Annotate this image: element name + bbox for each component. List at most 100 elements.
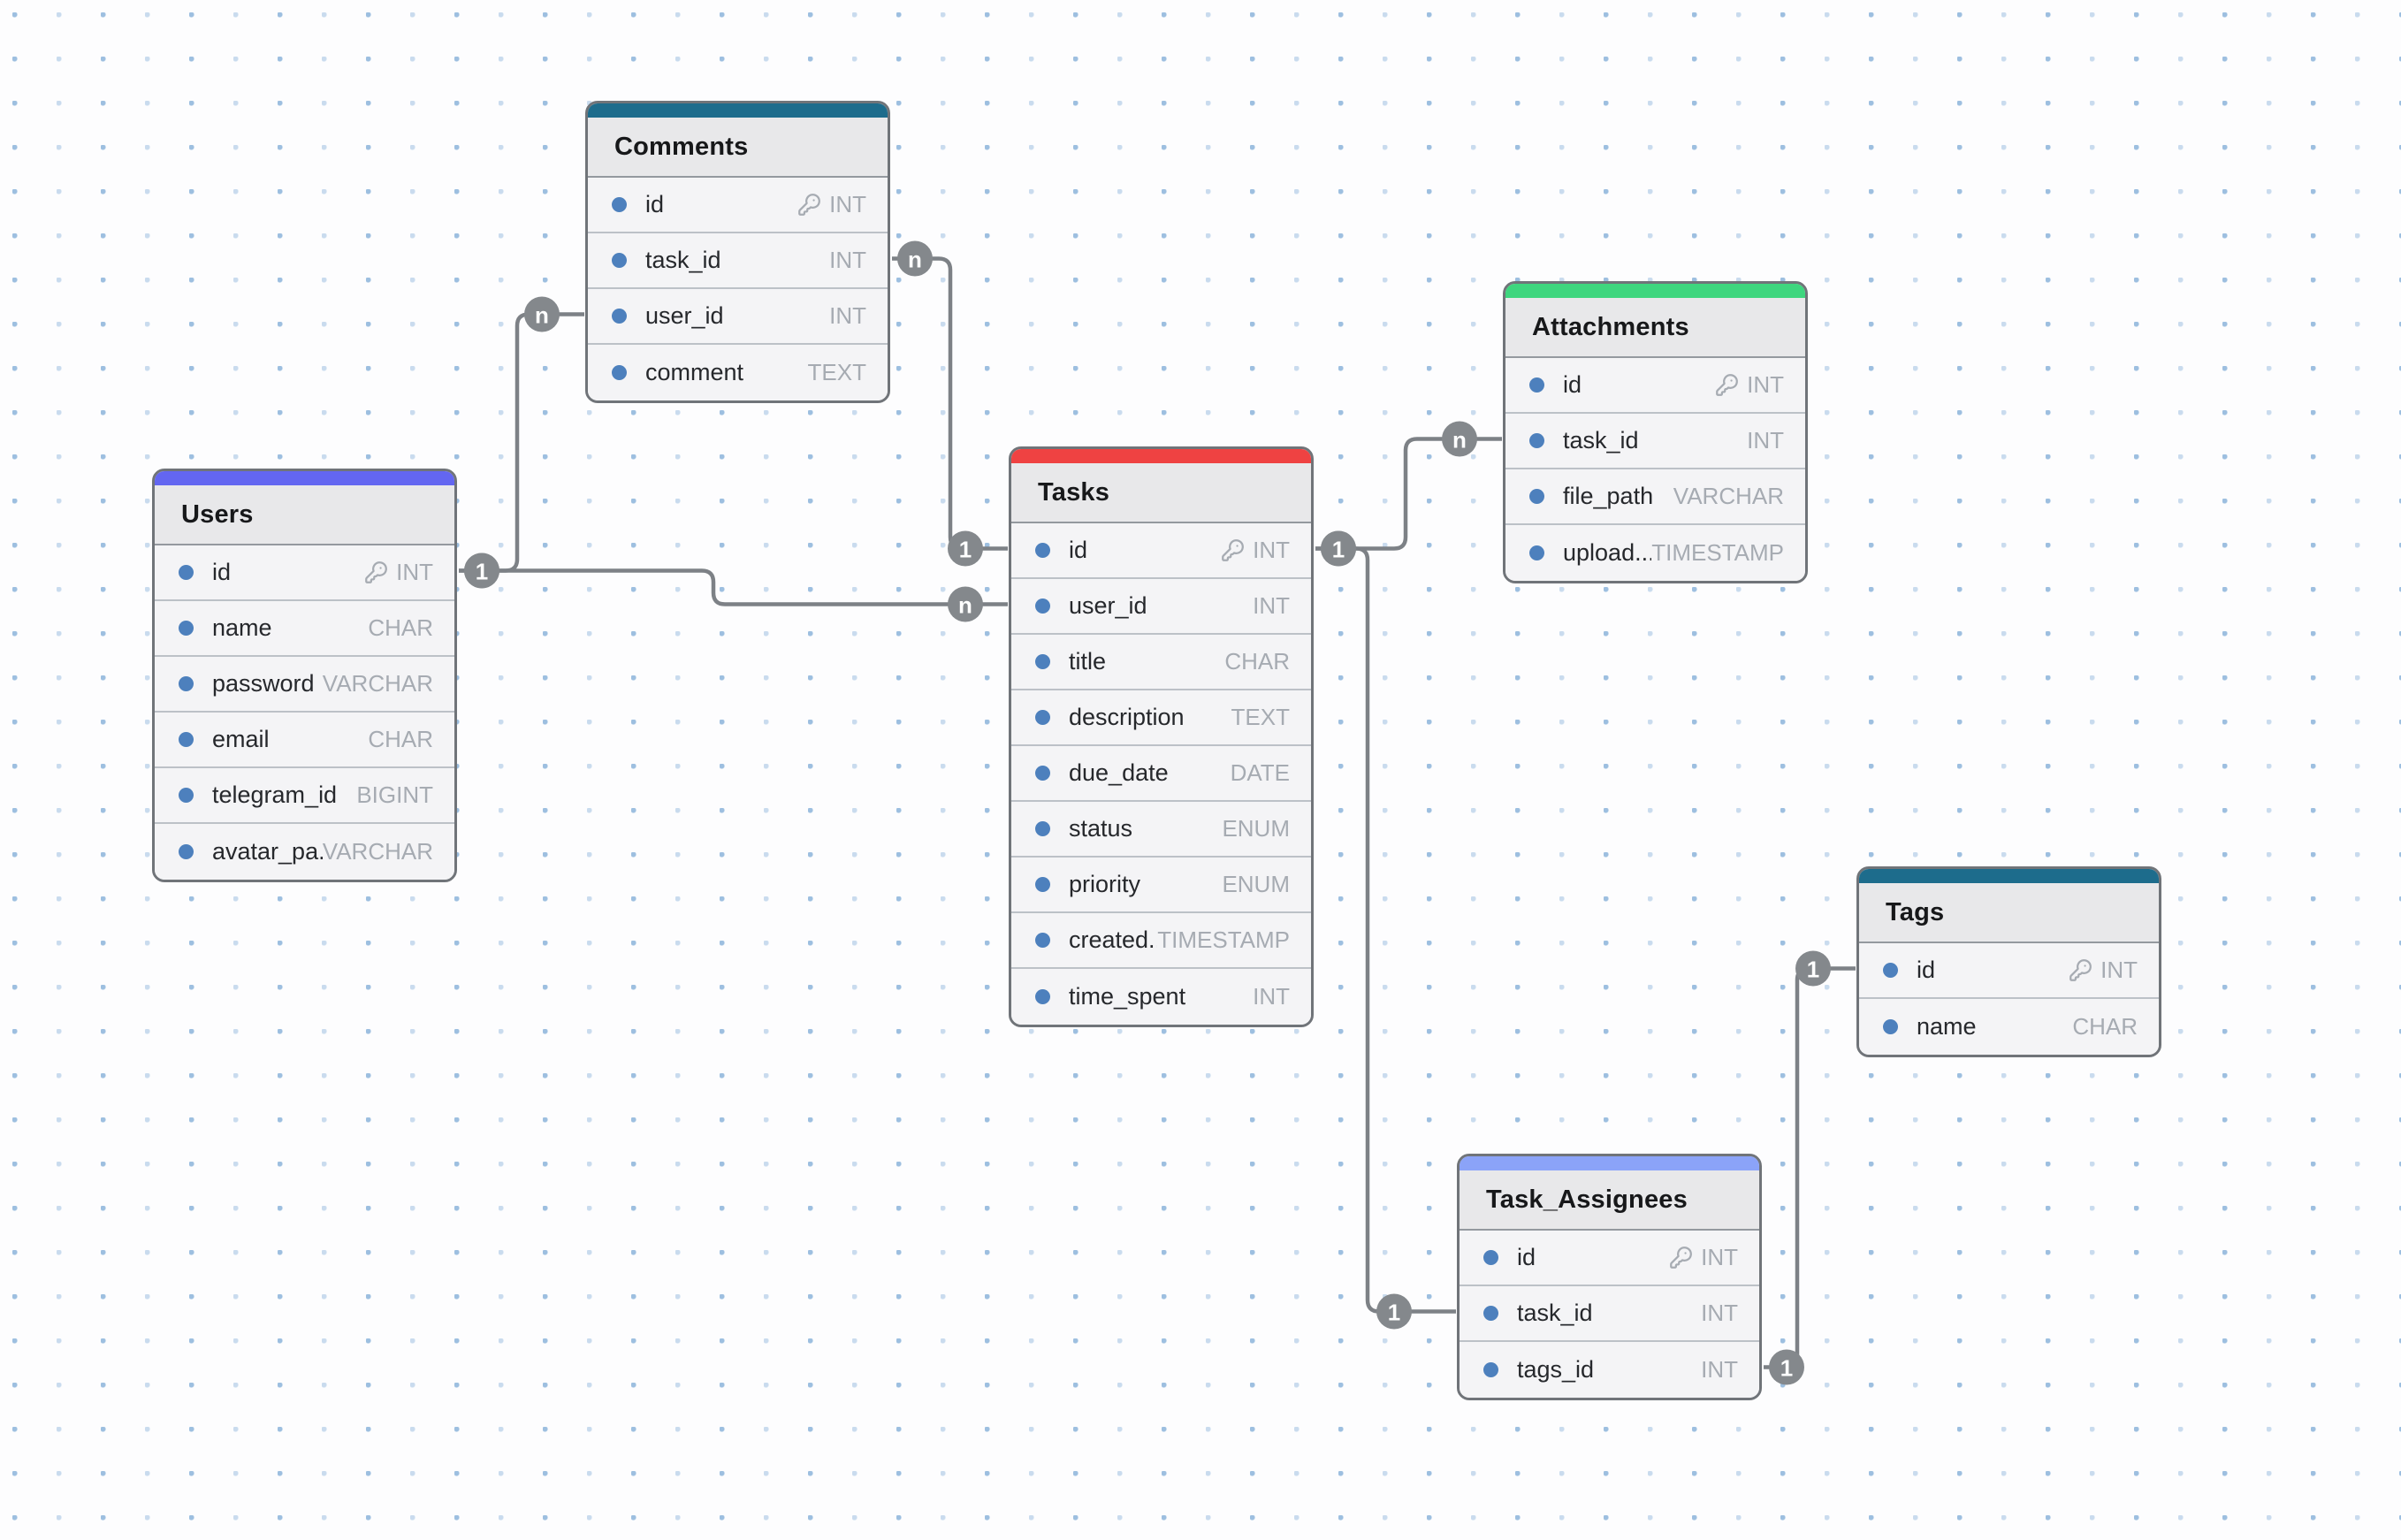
- field-type: INT: [1747, 371, 1784, 398]
- cardinality-badge[interactable]: 1: [1376, 1293, 1412, 1330]
- table-title-row[interactable]: Attachments: [1505, 298, 1805, 358]
- cardinality-badge[interactable]: n: [897, 240, 933, 277]
- relationship-line[interactable]: [459, 568, 1008, 606]
- relationship-line[interactable]: [1315, 437, 1502, 551]
- dot-icon: [1035, 654, 1050, 669]
- relationship-line[interactable]: [892, 256, 1008, 551]
- key-icon: [1669, 1246, 1693, 1269]
- field-type: TEXT: [807, 359, 866, 385]
- dot-icon: [179, 788, 194, 803]
- cardinality-badge[interactable]: 1: [948, 530, 983, 567]
- field-name: user_id: [1069, 592, 1147, 619]
- field-name: task_id: [1563, 427, 1639, 454]
- relationship-line[interactable]: [1315, 546, 1456, 1314]
- field-row[interactable]: upload...TIMESTAMP: [1505, 525, 1805, 581]
- dot-icon: [179, 621, 194, 636]
- table-title: Tasks: [1038, 477, 1110, 507]
- field-name: name: [1917, 1013, 1977, 1040]
- table-title-row[interactable]: Users: [155, 485, 454, 545]
- cardinality-badge-circle: [1321, 530, 1356, 567]
- cardinality-badge[interactable]: 1: [1769, 1349, 1804, 1385]
- field-name: comment: [645, 359, 744, 385]
- field-row[interactable]: avatar_pa...VARCHAR: [155, 824, 454, 880]
- field-type: VARCHAR: [322, 838, 433, 865]
- field-type: INT: [1701, 1244, 1738, 1270]
- field-row[interactable]: task_id INT: [1505, 414, 1805, 469]
- cardinality-badge[interactable]: n: [1442, 421, 1477, 457]
- relationship-line[interactable]: [1764, 966, 1856, 1369]
- cardinality-badge[interactable]: n: [524, 296, 560, 332]
- field-name: created...: [1069, 926, 1157, 953]
- field-name: id: [1563, 371, 1582, 398]
- dot-icon: [612, 365, 627, 380]
- dot-icon: [1529, 545, 1544, 560]
- cardinality-badge[interactable]: 1: [464, 553, 499, 589]
- field-type: TIMESTAMP: [1651, 539, 1784, 566]
- field-row[interactable]: created...TIMESTAMP: [1011, 913, 1311, 969]
- table-title-row[interactable]: Task_Assignees: [1460, 1170, 1759, 1231]
- field-name: status: [1069, 815, 1133, 842]
- table-title-row[interactable]: Comments: [588, 118, 888, 178]
- field-type: INT: [829, 191, 866, 217]
- dot-icon: [179, 844, 194, 859]
- field-name: title: [1069, 648, 1107, 675]
- key-icon: [1715, 373, 1739, 397]
- key-icon: [2069, 958, 2092, 982]
- dot-icon: [1483, 1250, 1498, 1265]
- cardinality-badge[interactable]: n: [948, 586, 983, 622]
- field-row[interactable]: id INT: [1505, 358, 1805, 414]
- cardinality-badge-label: n: [1452, 427, 1467, 454]
- cardinality-badge[interactable]: 1: [1795, 950, 1831, 987]
- field-type: INT: [1747, 427, 1784, 454]
- table-accent-bar: [1011, 449, 1311, 463]
- dot-icon: [1035, 989, 1050, 1004]
- table-title-row[interactable]: Tags: [1859, 883, 2159, 943]
- table-accent-bar: [588, 103, 888, 118]
- field-name: time_spent: [1069, 983, 1186, 1010]
- cardinality-badge-label: 1: [959, 537, 972, 563]
- table-title-row[interactable]: Tasks: [1011, 463, 1311, 523]
- field-name: telegram_id: [212, 781, 338, 808]
- table-accent-bar: [1859, 869, 2159, 883]
- cardinality-badge-circle: [1795, 950, 1831, 987]
- cardinality-badge-circle: [1376, 1293, 1412, 1330]
- field-row[interactable]: comment TEXT: [588, 345, 888, 400]
- relationship-line[interactable]: [459, 312, 584, 573]
- field-name: email: [212, 726, 270, 752]
- field-name: id: [1069, 537, 1088, 563]
- field-name: due_date: [1069, 759, 1169, 786]
- field-name: upload...: [1563, 539, 1652, 566]
- table-accent-bar: [155, 471, 454, 485]
- cardinality-badge[interactable]: 1: [1321, 530, 1356, 567]
